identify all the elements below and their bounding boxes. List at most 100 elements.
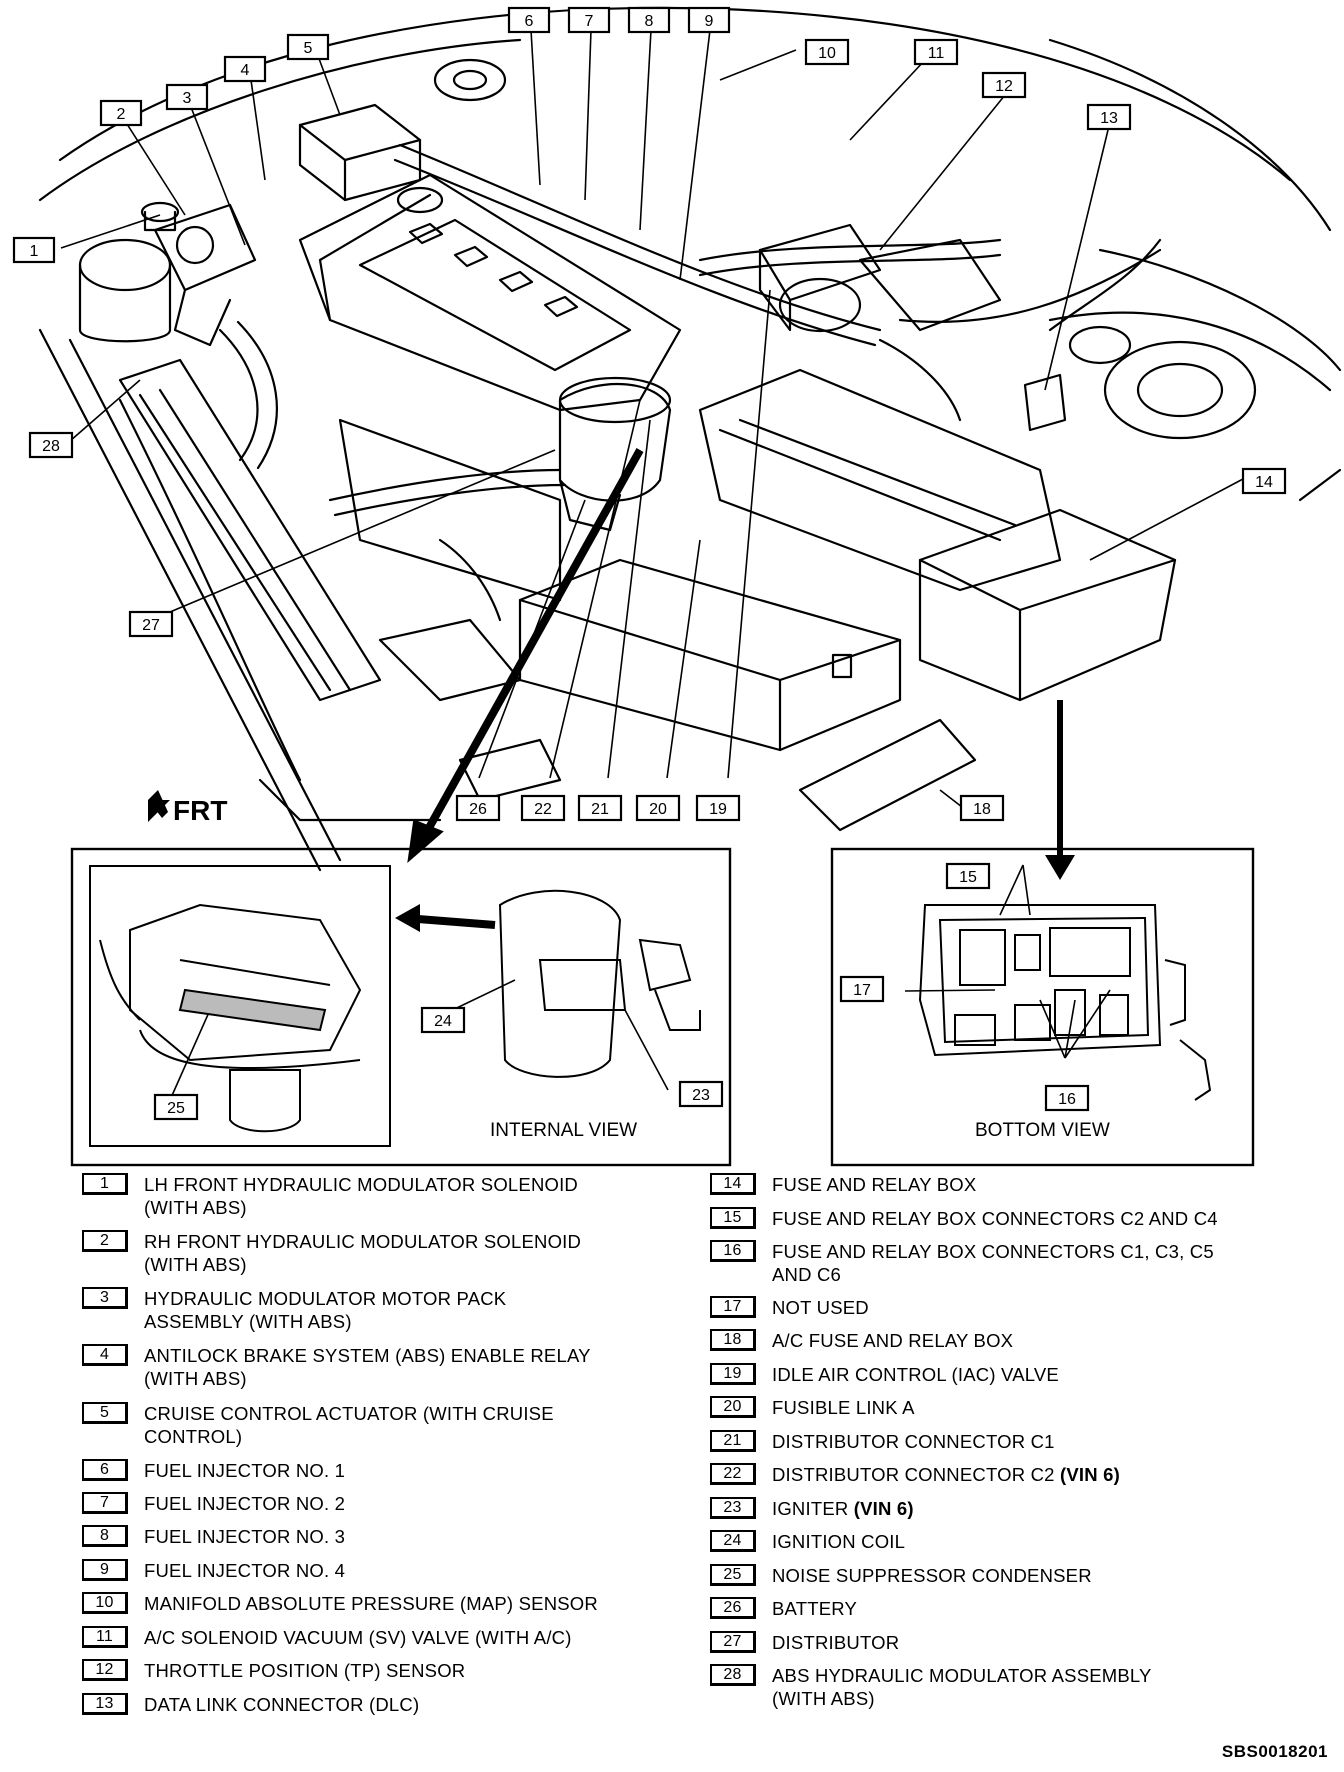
callout-box xyxy=(12,236,56,264)
callout-number: 17 xyxy=(853,982,871,999)
radiator xyxy=(118,358,382,702)
legend-number: 1 xyxy=(82,1173,128,1195)
legend-number: 19 xyxy=(710,1363,756,1385)
callout-22: 22 xyxy=(520,794,566,822)
callout-leader-lines xyxy=(60,29,1244,1101)
callout-box xyxy=(520,794,566,822)
callout-6: 6 xyxy=(507,6,551,34)
legend-text: FUEL INJECTOR NO. 3 xyxy=(144,1526,346,1547)
callout-number: 13 xyxy=(1100,110,1118,127)
callout-number: 22 xyxy=(534,801,552,818)
body-outline xyxy=(38,6,1342,872)
callout-number: 14 xyxy=(1255,474,1273,491)
valve-cover xyxy=(298,173,682,412)
air-cleaner xyxy=(698,238,1062,592)
data-link-connector xyxy=(1023,373,1067,432)
callout-1: 1 xyxy=(12,236,56,264)
legend-item-17: 17 NOT USED xyxy=(710,1296,1292,1319)
callout-28: 28 xyxy=(28,431,74,459)
callout-number: 23 xyxy=(692,1087,710,1104)
callout-number: 6 xyxy=(525,13,534,30)
callout-13: 13 xyxy=(1086,103,1132,131)
legend-number: 14 xyxy=(710,1173,756,1195)
strut-towers xyxy=(433,58,1257,440)
callout-box xyxy=(959,794,1005,822)
callout-box xyxy=(577,794,623,822)
callout-2: 2 xyxy=(99,99,143,127)
callout-number: 19 xyxy=(709,801,727,818)
legend-number: 25 xyxy=(710,1564,756,1586)
callout-number: 5 xyxy=(304,40,313,57)
callout-box xyxy=(28,431,74,459)
legend-number: 12 xyxy=(82,1659,128,1681)
callout-number: 8 xyxy=(645,13,654,30)
legend-text: FUSE AND RELAY BOX CONNECTORS C1, C3, C5… xyxy=(772,1241,1214,1285)
callout-number: 15 xyxy=(959,869,977,886)
legend-text: LH FRONT HYDRAULIC MODULATOR SOLENOID (W… xyxy=(144,1174,578,1218)
legend-number: 5 xyxy=(82,1402,128,1424)
legend-text: IGNITER (VIN 6) xyxy=(772,1498,914,1519)
legend-text: HYDRAULIC MODULATOR MOTOR PACK ASSEMBLY … xyxy=(144,1288,507,1332)
fuse-relay-box xyxy=(918,508,1177,702)
callout-20: 20 xyxy=(635,794,681,822)
callout-number: 12 xyxy=(995,78,1013,95)
legend-text: DISTRIBUTOR CONNECTOR C2 (VIN 6) xyxy=(772,1464,1121,1485)
inset-pointer-arrows xyxy=(395,448,1075,932)
callout-number: 7 xyxy=(585,13,594,30)
legend-text: FUSE AND RELAY BOX CONNECTORS C2 AND C4 xyxy=(772,1208,1218,1229)
legend-text: IGNITION COIL xyxy=(772,1531,906,1552)
legend-text: CRUISE CONTROL ACTUATOR (WITH CRUISE CON… xyxy=(144,1403,554,1447)
legend-item-5: 5 CRUISE CONTROL ACTUATOR (WITH CRUISE CO… xyxy=(82,1402,664,1448)
legend-text: DISTRIBUTOR xyxy=(772,1632,900,1653)
internal-view-label: INTERNAL VIEW xyxy=(490,1120,637,1141)
callout-24: 24 xyxy=(420,1006,466,1034)
callout-25: 25 xyxy=(153,1093,199,1121)
legend-text: NOT USED xyxy=(772,1297,869,1318)
legend-number: 28 xyxy=(710,1664,756,1686)
callout-box xyxy=(839,975,885,1003)
callout-16: 16 xyxy=(1044,1084,1090,1112)
legend-number: 2 xyxy=(82,1230,128,1252)
callout-number: 11 xyxy=(928,45,945,62)
callout-number: 18 xyxy=(973,801,991,818)
callout-box xyxy=(678,1080,724,1108)
legend-text: ABS HYDRAULIC MODULATOR ASSEMBLY (WITH A… xyxy=(772,1665,1152,1709)
legend-number: 16 xyxy=(710,1240,756,1262)
callout-15: 15 xyxy=(945,862,991,890)
legend-item-1: 1 LH FRONT HYDRAULIC MODULATOR SOLENOID (… xyxy=(82,1173,664,1219)
callout-number: 25 xyxy=(167,1100,185,1117)
callout-box xyxy=(1086,103,1132,131)
callout-number: 3 xyxy=(183,90,192,107)
battery xyxy=(518,558,902,752)
legend-number: 22 xyxy=(710,1463,756,1485)
callout-number: 24 xyxy=(434,1013,452,1030)
callout-14: 14 xyxy=(1241,467,1287,495)
front-direction-indicator: FRT xyxy=(148,790,227,826)
legend-number: 7 xyxy=(82,1492,128,1514)
callout-17: 17 xyxy=(839,975,885,1003)
callout-27: 27 xyxy=(128,610,174,638)
legend-suffix: (VIN 6) xyxy=(1054,1464,1121,1485)
callout-box xyxy=(804,38,850,66)
legend-text: DISTRIBUTOR CONNECTOR C1 xyxy=(772,1431,1055,1452)
callout-box xyxy=(913,38,959,66)
callout-number: 27 xyxy=(142,617,160,634)
legend-number: 13 xyxy=(82,1693,128,1715)
legend-number: 8 xyxy=(82,1525,128,1547)
callout-number: 2 xyxy=(117,106,126,123)
legend-number: 17 xyxy=(710,1296,756,1318)
legend-number: 9 xyxy=(82,1559,128,1581)
callout-23: 23 xyxy=(678,1080,724,1108)
legend-number: 6 xyxy=(82,1459,128,1481)
